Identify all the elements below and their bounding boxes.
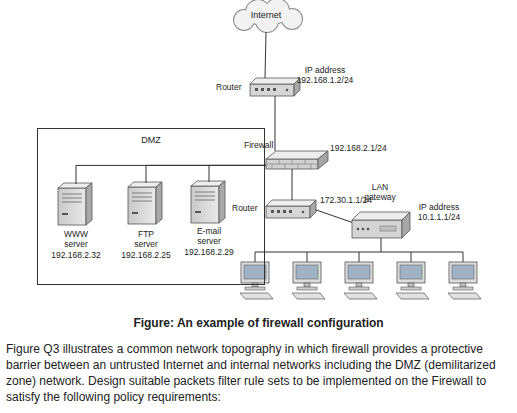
device-label: Firewall bbox=[244, 140, 273, 150]
server-label: WWW server bbox=[59, 229, 93, 249]
server-node: E-mail server192.168.2.29 bbox=[192, 182, 226, 224]
server-icon bbox=[191, 181, 225, 223]
ip-address: 192.168.2.29 bbox=[179, 247, 239, 257]
network-link bbox=[209, 165, 266, 182]
device-label: LAN gateway bbox=[360, 182, 400, 202]
cloud-label: Internet bbox=[228, 10, 304, 20]
router-icon bbox=[250, 78, 300, 96]
router-node: Router172.30.1.1/24 bbox=[266, 200, 316, 218]
ip-address: 192.168.2.32 bbox=[46, 250, 106, 260]
network-link bbox=[292, 169, 293, 200]
cloud-node: Internet bbox=[228, 0, 304, 32]
pc-icon bbox=[396, 262, 429, 299]
firewall-icon bbox=[266, 151, 328, 169]
ip-address: IP address 192.168.1.2/24 bbox=[294, 65, 356, 85]
ip-address: IP address 10.1.1.1/24 bbox=[412, 202, 466, 222]
dmz-zone: DMZWWW server192.168.2.32FTP server192.1… bbox=[37, 128, 265, 285]
ip-address: 192.168.2.1/24 bbox=[330, 143, 387, 153]
server-label: E-mail server bbox=[192, 226, 226, 246]
network-link bbox=[316, 210, 352, 223]
device-label: Router bbox=[216, 82, 242, 92]
pc-icon bbox=[240, 262, 273, 299]
pc-icon bbox=[344, 262, 377, 299]
device-label: Router bbox=[232, 203, 258, 213]
server-node: WWW server192.168.2.32 bbox=[59, 184, 93, 226]
pc-icon bbox=[448, 262, 481, 299]
body-paragraph: Figure Q3 illustrates a common network t… bbox=[6, 341, 514, 405]
network-link bbox=[274, 96, 275, 151]
pc-icon bbox=[292, 262, 325, 299]
server-label: FTP server bbox=[129, 229, 163, 249]
ip-address: 192.168.2.25 bbox=[116, 250, 176, 260]
server-icon bbox=[58, 183, 92, 225]
router-node: RouterIP address 192.168.1.2/24 bbox=[250, 78, 300, 96]
router-icon bbox=[266, 200, 316, 218]
figure-caption: Figure: An example of firewall configura… bbox=[0, 316, 517, 330]
lan-gateway-icon bbox=[352, 212, 410, 238]
lan-wires bbox=[255, 238, 463, 262]
network-link bbox=[146, 165, 266, 183]
server-node: FTP server192.168.2.25 bbox=[129, 183, 163, 225]
network-link bbox=[76, 165, 266, 184]
gateway-node: LAN gatewayIP address 10.1.1.1/24 bbox=[352, 212, 410, 238]
network-link bbox=[265, 32, 266, 78]
firewall-node: Firewall192.168.2.1/24 bbox=[266, 151, 328, 169]
zone-label: DMZ bbox=[38, 135, 264, 145]
server-icon bbox=[128, 182, 162, 224]
